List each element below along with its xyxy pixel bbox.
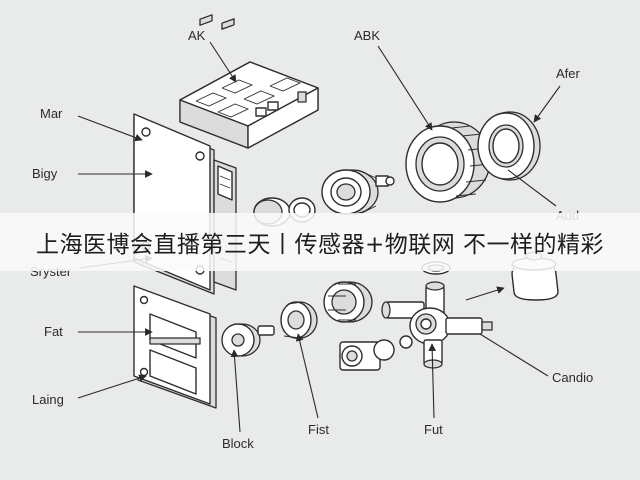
- label-candio: Candio: [552, 370, 593, 385]
- label-ak: AK: [188, 28, 206, 43]
- valve-body: [381, 281, 493, 369]
- ak-connector-block: [179, 14, 319, 149]
- banner-title: 上海医博会直播第三天丨传感器+物联网 不一样的精彩: [35, 232, 605, 258]
- abk-knurled-wheel: [405, 121, 491, 203]
- block-roller: [221, 323, 275, 357]
- label-afer: Afer: [556, 66, 581, 81]
- part-labels: AK ABK Afer Mar Bigy Aud Sryster Fat Lai…: [30, 28, 593, 451]
- label-fist: Fist: [308, 422, 329, 437]
- lower-mounting-plate: [133, 285, 217, 409]
- label-block: Block: [222, 436, 254, 451]
- label-abk: ABK: [354, 28, 380, 43]
- threaded-bearing: [321, 169, 395, 215]
- label-fat: Fat: [44, 324, 63, 339]
- leader-lines: [77, 41, 561, 433]
- label-bigy: Bigy: [32, 166, 58, 181]
- label-laing: Laing: [32, 392, 64, 407]
- afer-ring: [477, 111, 541, 181]
- label-mar: Mar: [40, 106, 63, 121]
- label-fut: Fut: [424, 422, 443, 437]
- threaded-coupler: [339, 335, 413, 371]
- spline-gear: [323, 281, 373, 323]
- fist-gear: [280, 301, 318, 339]
- title-banner: 上海医博会直播第三天丨传感器+物联网 不一样的精彩: [0, 213, 640, 271]
